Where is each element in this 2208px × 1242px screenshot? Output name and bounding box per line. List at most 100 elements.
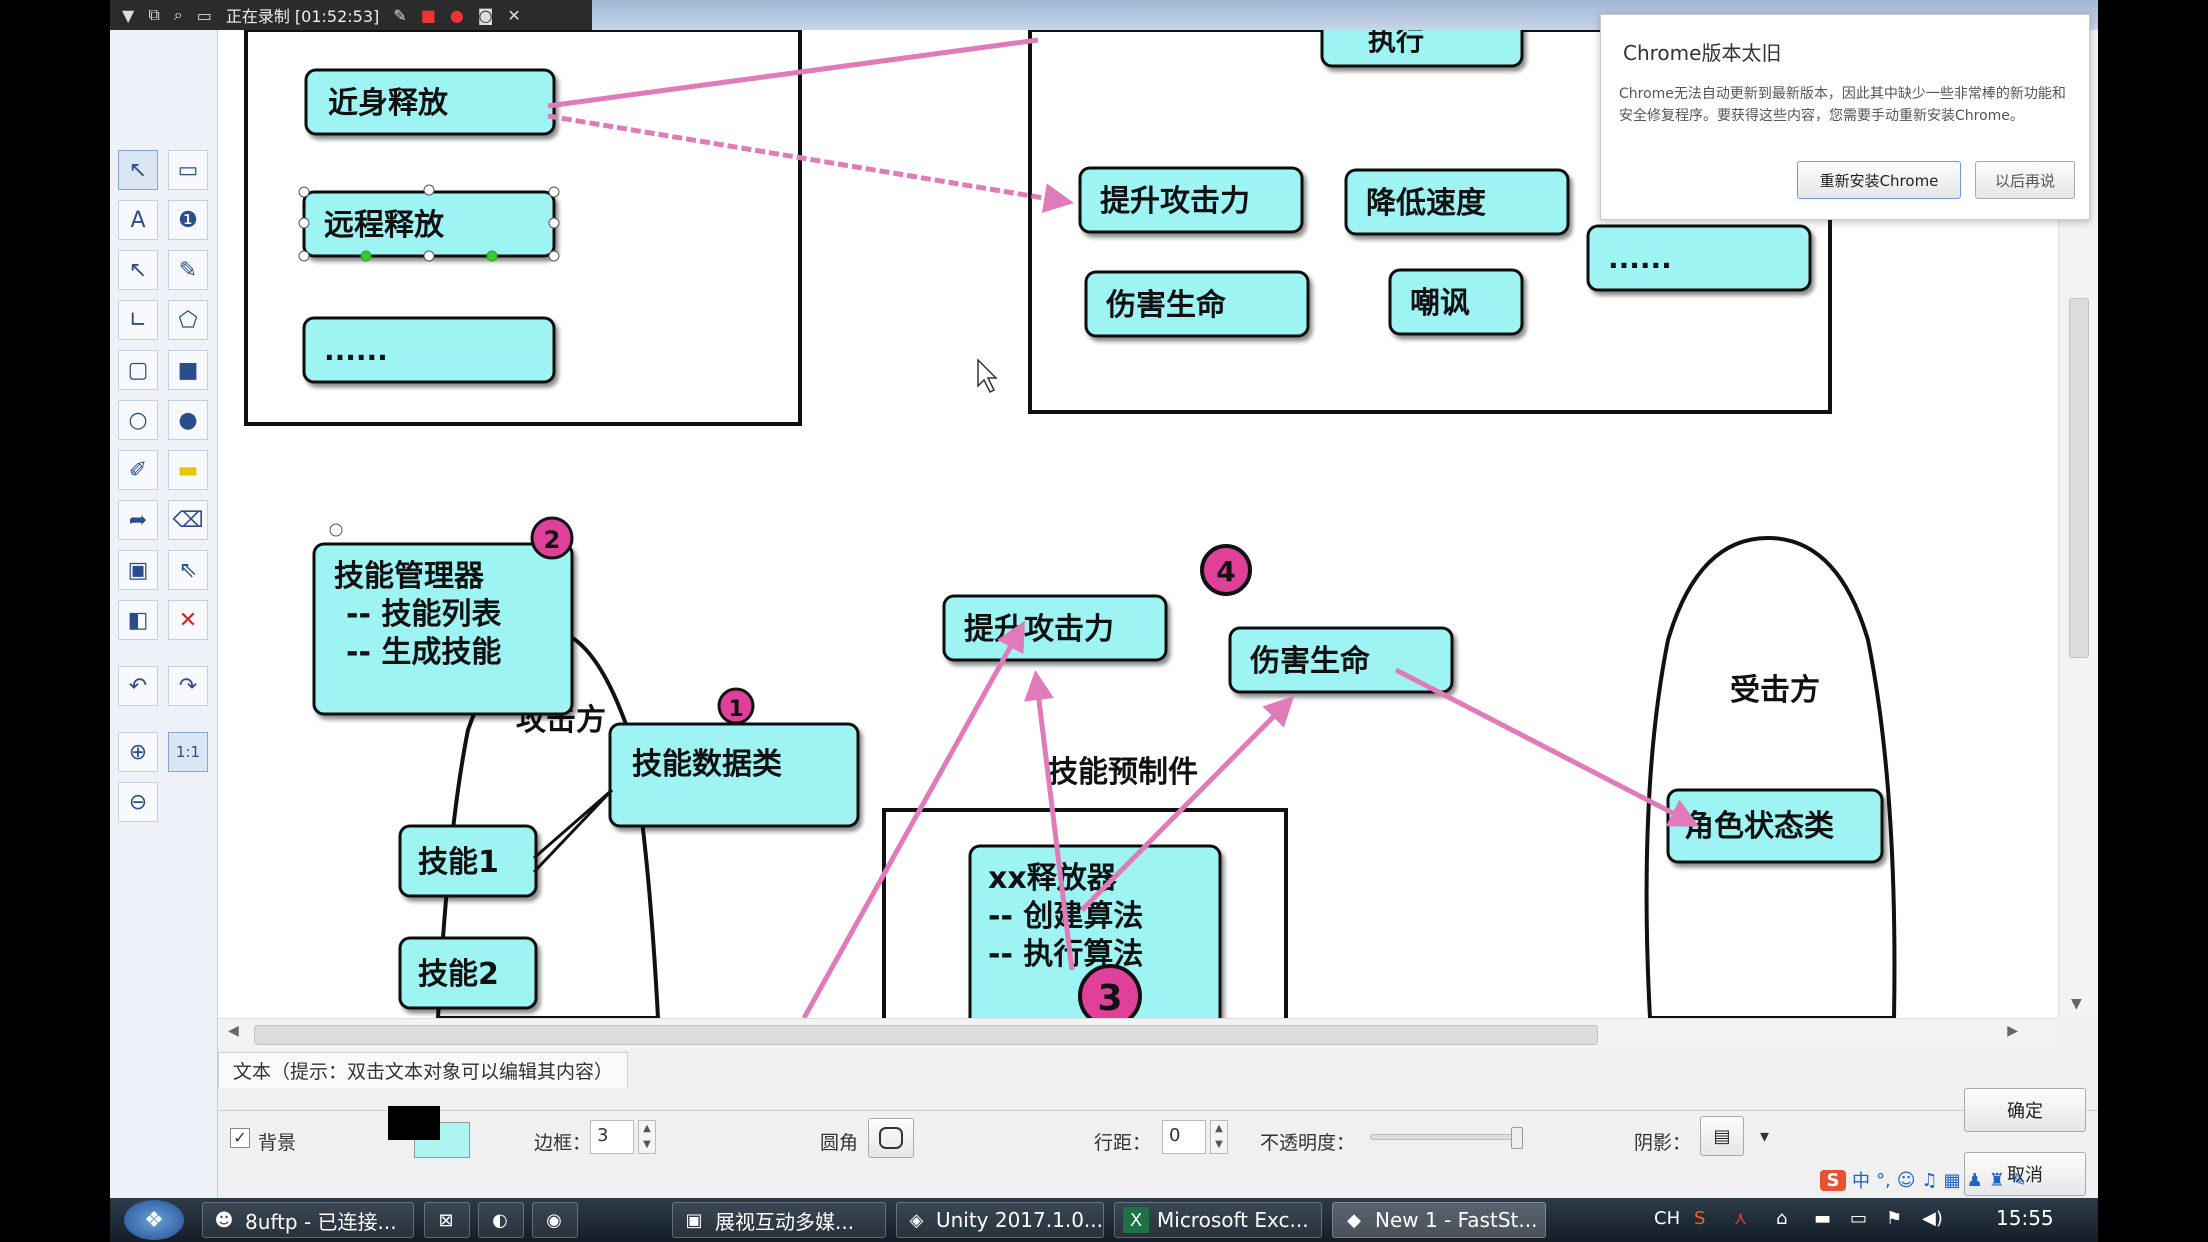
- tray-sogou-icon[interactable]: S: [1694, 1208, 1706, 1229]
- ok-button[interactable]: 确定: [1964, 1088, 2086, 1132]
- node-damage-life-top[interactable]: 伤害生命: [1084, 270, 1310, 338]
- menu-arrow-icon[interactable]: ▼: [122, 5, 135, 25]
- node-role-state[interactable]: 角色状态类: [1666, 788, 1884, 864]
- background-checkbox[interactable]: ✓: [230, 1128, 250, 1148]
- tray-language[interactable]: CH: [1654, 1208, 1681, 1229]
- record-icon[interactable]: ●: [449, 5, 464, 25]
- image-icon[interactable]: ▣: [118, 550, 158, 590]
- later-button[interactable]: 以后再说: [1975, 161, 2075, 199]
- horizontal-scrollbar[interactable]: ◀ ▶: [218, 1018, 2058, 1050]
- sogou-ime-icon[interactable]: S: [1820, 1169, 1846, 1191]
- highlight-fill-icon[interactable]: ▬: [168, 450, 208, 490]
- tray-message-icon[interactable]: ▬: [1814, 1208, 1832, 1229]
- foreground-color-swatch[interactable]: [388, 1106, 440, 1140]
- line-icon[interactable]: ∟: [118, 300, 158, 340]
- actual-size-icon[interactable]: 1:1: [168, 732, 208, 772]
- opacity-slider-knob[interactable]: [1511, 1127, 1523, 1149]
- tray-flag-icon[interactable]: ⚑: [1886, 1208, 1903, 1229]
- keyboard-icon[interactable]: ▦: [1943, 1169, 1961, 1191]
- node-skill2[interactable]: 技能2: [398, 936, 538, 1010]
- camera-icon[interactable]: ◙: [477, 5, 494, 25]
- pointer-icon[interactable]: ↖: [118, 150, 158, 190]
- cursor-icon[interactable]: ⇖: [168, 550, 208, 590]
- task-faststone[interactable]: ◆New 1 - FastSt...: [1332, 1202, 1546, 1238]
- node-more-release[interactable]: ......: [302, 316, 556, 384]
- node-skill-data[interactable]: 技能数据类: [608, 722, 860, 828]
- opacity-slider[interactable]: [1370, 1127, 1523, 1149]
- node-reduce-speed[interactable]: 降低速度: [1344, 168, 1570, 236]
- delete-icon[interactable]: ✕: [168, 600, 208, 640]
- node-boost-attack[interactable]: 提升攻击力: [942, 594, 1168, 662]
- layer-icon[interactable]: ◧: [118, 600, 158, 640]
- undo-icon[interactable]: ↶: [118, 666, 158, 706]
- pen-icon[interactable]: ✎: [393, 5, 407, 25]
- task-ftp[interactable]: ☻8uftp - 已连接...: [202, 1202, 414, 1238]
- line-spacing-input[interactable]: 0: [1162, 1120, 1206, 1154]
- filled-rectangle-icon[interactable]: ■: [168, 350, 208, 390]
- close-icon[interactable]: ✕: [507, 5, 521, 25]
- vertical-scroll-thumb[interactable]: [2069, 298, 2089, 658]
- properties-tab[interactable]: 文本（提示：双击文本对象可以编辑其内容）: [218, 1052, 629, 1088]
- selection-handles[interactable]: [298, 184, 560, 262]
- pen-icon[interactable]: ✎: [168, 250, 208, 290]
- node-boost-attack-top[interactable]: 提升攻击力: [1078, 166, 1304, 234]
- select-rect-icon[interactable]: ▭: [168, 150, 208, 190]
- horizontal-scroll-thumb[interactable]: [254, 1025, 1598, 1045]
- microphone-icon[interactable]: ♫: [1921, 1169, 1938, 1191]
- highlighter-icon[interactable]: ✐: [118, 450, 158, 490]
- zoom-out-icon[interactable]: ⊖: [118, 782, 158, 822]
- restore-icon[interactable]: ⧉: [148, 5, 160, 24]
- scroll-left-icon[interactable]: ◀: [228, 1023, 239, 1039]
- skin-icon[interactable]: ♜: [1988, 1169, 2005, 1191]
- shadow-button[interactable]: ▤: [1700, 1116, 1744, 1156]
- reinstall-chrome-button[interactable]: 重新安装Chrome: [1797, 161, 1961, 199]
- tray-display-icon[interactable]: ▭: [1850, 1208, 1868, 1229]
- cancel-button[interactable]: 取消: [1964, 1152, 2086, 1196]
- text-icon[interactable]: A: [118, 200, 158, 240]
- step-icon[interactable]: ➦: [118, 500, 158, 540]
- scroll-down-icon[interactable]: ▼: [2071, 996, 2082, 1012]
- chinese-mode-icon[interactable]: 中: [1852, 1171, 1870, 1192]
- task-app-2[interactable]: ⊠: [424, 1202, 470, 1238]
- task-unity[interactable]: ◈Unity 2017.1.0...: [896, 1202, 1104, 1238]
- connector-handle[interactable]: [329, 523, 343, 537]
- task-app-4[interactable]: ◉: [532, 1202, 578, 1238]
- user-icon[interactable]: ♟: [1966, 1169, 1983, 1191]
- polygon-icon[interactable]: ⬠: [168, 300, 208, 340]
- tray-volume-icon[interactable]: ◀): [1922, 1208, 1943, 1229]
- node-skill1[interactable]: 技能1: [398, 824, 538, 898]
- eraser-icon[interactable]: ⌫: [168, 500, 208, 540]
- arrow-icon[interactable]: ↖: [118, 250, 158, 290]
- node-skill-manager[interactable]: 技能管理器 -- 技能列表 -- 生成技能: [312, 542, 574, 716]
- filled-ellipse-icon[interactable]: ●: [168, 400, 208, 440]
- scroll-right-icon[interactable]: ▶: [2007, 1023, 2018, 1039]
- search-icon[interactable]: ⌕: [173, 5, 183, 24]
- tray-app-icon[interactable]: ⋏: [1734, 1208, 1748, 1229]
- redo-icon[interactable]: ↷: [168, 666, 208, 706]
- ime-toolbar[interactable]: S 中 °, ☺ ♫ ▦ ♟ ♜ ✎: [1820, 1166, 2026, 1194]
- tools-icon[interactable]: ✎: [2010, 1169, 2027, 1191]
- node-taunt[interactable]: 嘲讽: [1388, 268, 1524, 336]
- border-input[interactable]: 3: [590, 1120, 634, 1154]
- info-icon[interactable]: ❶: [168, 200, 208, 240]
- start-button[interactable]: ❖: [124, 1200, 184, 1240]
- task-app-3[interactable]: ◐: [478, 1202, 524, 1238]
- emoji-icon[interactable]: ☺: [1896, 1169, 1916, 1191]
- task-multimedia[interactable]: ▣展视互动多媒...: [672, 1202, 886, 1238]
- node-ranged-release[interactable]: 远程释放: [298, 184, 560, 262]
- node-damage-life[interactable]: 伤害生命: [1228, 626, 1454, 694]
- line-spacing-spinner[interactable]: ▲▼: [1210, 1120, 1228, 1154]
- window-icon[interactable]: ▭: [196, 5, 212, 25]
- node-melee-release[interactable]: 近身释放: [304, 68, 556, 136]
- pause-icon[interactable]: ■: [420, 5, 436, 25]
- node-cut-top[interactable]: 执行: [1320, 30, 1524, 68]
- rounded-corner-button[interactable]: [868, 1118, 914, 1158]
- punctuation-icon[interactable]: °,: [1876, 1169, 1891, 1191]
- tray-network-icon[interactable]: ⌂: [1776, 1208, 1788, 1229]
- node-more-effect[interactable]: ......: [1586, 224, 1812, 292]
- rectangle-icon[interactable]: ▢: [118, 350, 158, 390]
- border-spinner[interactable]: ▲▼: [638, 1120, 656, 1154]
- zoom-in-icon[interactable]: ⊕: [118, 732, 158, 772]
- ellipse-icon[interactable]: ○: [118, 400, 158, 440]
